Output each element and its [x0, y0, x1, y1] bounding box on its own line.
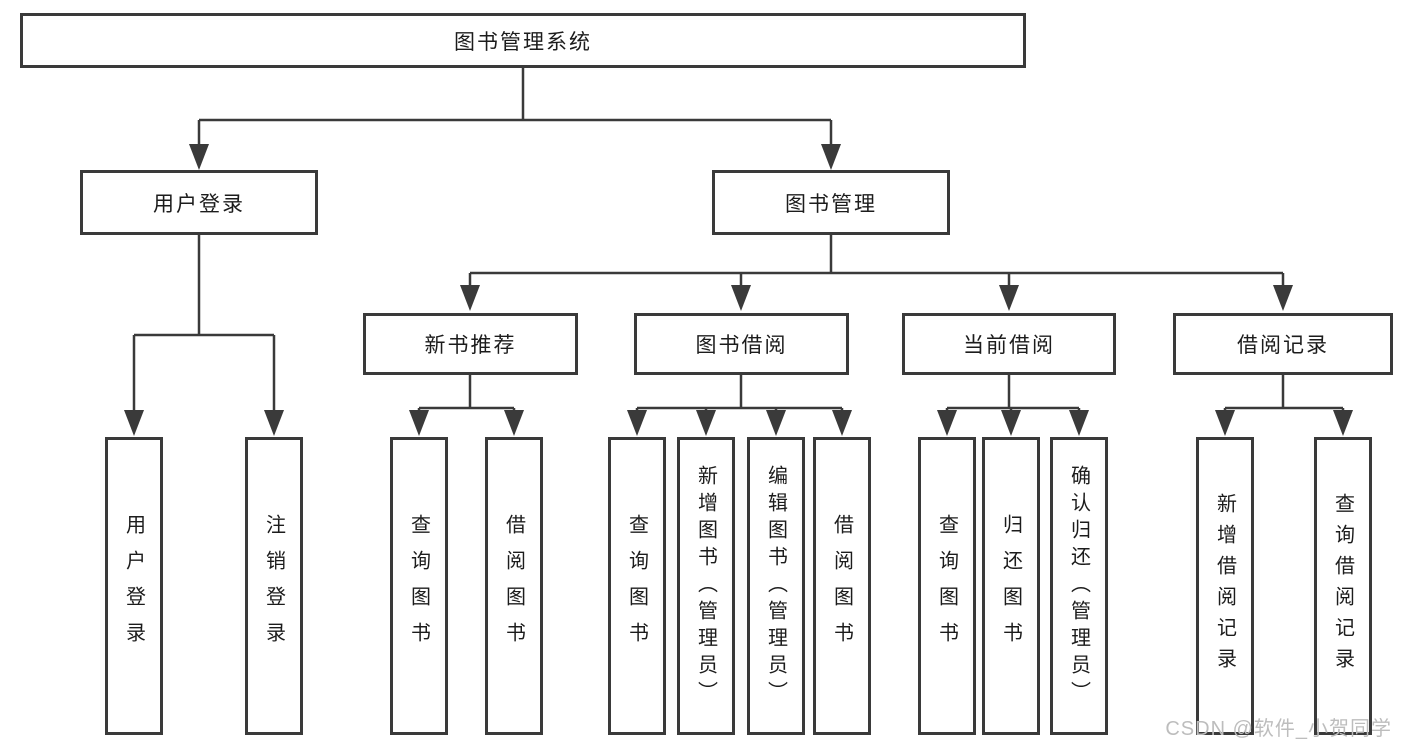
arrowhead	[832, 410, 852, 436]
arrowhead	[1215, 410, 1235, 436]
leaf-borrow-books-2-label: 借阅图书	[830, 514, 853, 658]
node-borrowing-records-label: 借阅记录	[1237, 334, 1329, 357]
leaf-add-borrow-record-label: 新增借阅记录	[1213, 493, 1236, 679]
leaf-add-books-admin-label: 新增图书（管理员）	[694, 464, 717, 708]
arrowhead	[937, 410, 957, 436]
arrowhead	[696, 410, 716, 436]
arrowhead	[1069, 410, 1089, 436]
leaf-query-books-1: 查询图书	[390, 437, 448, 735]
arrowhead	[124, 410, 144, 436]
leaf-confirm-return-admin: 确认归还（管理员）	[1050, 437, 1108, 735]
arrowhead	[1001, 410, 1021, 436]
arrowhead	[460, 285, 480, 311]
leaf-query-borrow-record: 查询借阅记录	[1314, 437, 1372, 735]
leaf-return-books-label: 归还图书	[999, 514, 1022, 658]
arrowhead	[627, 410, 647, 436]
node-new-book-recommend: 新书推荐	[363, 313, 578, 375]
leaf-logout: 注销登录	[245, 437, 303, 735]
watermark-text: CSDN @软件_小贺同学	[1165, 718, 1392, 740]
node-root-system: 图书管理系统	[20, 13, 1026, 68]
leaf-edit-books-admin: 编辑图书（管理员）	[747, 437, 805, 735]
leaf-borrow-books-1: 借阅图书	[485, 437, 543, 735]
leaf-user-login-label: 用户登录	[122, 514, 145, 658]
leaf-user-login: 用户登录	[105, 437, 163, 735]
node-book-management: 图书管理	[712, 170, 950, 235]
arrowhead	[409, 410, 429, 436]
arrowhead	[1333, 410, 1353, 436]
leaf-query-books-3-label: 查询图书	[935, 514, 958, 658]
leaf-query-books-2-label: 查询图书	[625, 514, 648, 658]
leaf-query-borrow-record-label: 查询借阅记录	[1331, 493, 1354, 679]
node-book-management-label: 图书管理	[785, 192, 877, 216]
arrowhead	[999, 285, 1019, 311]
leaf-borrow-books-2: 借阅图书	[813, 437, 871, 735]
leaf-borrow-books-1-label: 借阅图书	[502, 514, 525, 658]
leaf-return-books: 归还图书	[982, 437, 1040, 735]
node-book-borrowing: 图书借阅	[634, 313, 849, 375]
leaf-add-borrow-record: 新增借阅记录	[1196, 437, 1254, 735]
arrowhead	[504, 410, 524, 436]
node-new-book-recommend-label: 新书推荐	[424, 334, 517, 357]
arrowhead	[1273, 285, 1293, 311]
arrowhead	[766, 410, 786, 436]
node-borrowing-records: 借阅记录	[1173, 313, 1393, 375]
arrowhead	[264, 410, 284, 436]
leaf-add-books-admin: 新增图书（管理员）	[677, 437, 735, 735]
arrowhead	[731, 285, 751, 311]
leaf-edit-books-admin-label: 编辑图书（管理员）	[764, 464, 787, 708]
node-user-login-label: 用户登录	[153, 192, 245, 216]
node-current-borrowing: 当前借阅	[902, 313, 1116, 375]
leaf-query-books-1-label: 查询图书	[407, 514, 430, 658]
node-root-label: 图书管理系统	[454, 30, 592, 54]
leaf-logout-label: 注销登录	[262, 514, 285, 658]
node-current-borrowing-label: 当前借阅	[963, 334, 1055, 357]
leaf-confirm-return-admin-label: 确认归还（管理员）	[1067, 464, 1090, 708]
node-book-borrowing-label: 图书借阅	[695, 334, 788, 357]
leaf-query-books-3: 查询图书	[918, 437, 976, 735]
leaf-query-books-2: 查询图书	[608, 437, 666, 735]
arrowhead	[189, 144, 209, 170]
node-user-login: 用户登录	[80, 170, 318, 235]
arrowhead	[821, 144, 841, 170]
